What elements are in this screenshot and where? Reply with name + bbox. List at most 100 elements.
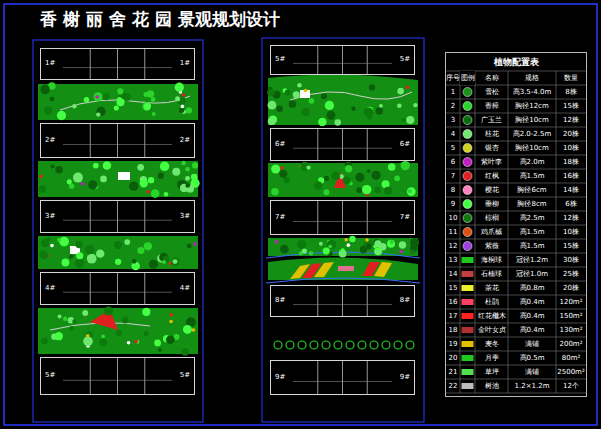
building-footprint: 7#7# [270,200,415,235]
tree-symbol [103,93,110,100]
table-cell: 广玉兰 [475,113,508,127]
tree-symbol [323,189,329,195]
tree-symbol [134,340,138,344]
tree-symbol [59,237,69,247]
tree-symbol [293,91,300,98]
legend-symbol [463,200,472,209]
tree-symbol [175,96,180,101]
legend-symbol [463,172,472,181]
table-cell: 麦冬 [475,337,508,351]
table-cell: 杜鹃 [475,295,508,309]
table-cell: 12个 [556,379,586,393]
tree-symbol [193,242,197,246]
unit-wall [317,286,318,316]
tree-symbol [277,106,283,112]
table-cell: 15株 [556,239,586,253]
tree-symbol [72,104,77,109]
tree-symbol [57,238,61,242]
tree-symbol [181,348,189,356]
tree-symbol [351,107,355,111]
legend-symbol [463,102,472,111]
tree-symbol [76,252,83,259]
table-cell: 6株 [556,197,586,211]
tree-symbol [181,105,185,109]
legend-symbol [462,271,474,277]
table-cell: 胸径10cm [508,141,556,155]
table-cell: 桂花 [475,127,508,141]
table-cell: 16 [446,295,460,309]
tree-symbol [172,168,180,176]
table-header: 数量 [556,71,586,85]
unit-wall [317,46,318,74]
table-cell: 22 [446,379,460,393]
row-rule [446,169,586,170]
unit-wall [367,129,368,160]
tree-symbol [394,175,400,181]
unit-wall [367,201,368,234]
table-cell: 胸径12cm [508,99,556,113]
tree-symbol [179,108,184,113]
building-number: 6# [400,140,410,148]
table-cell: 6 [446,155,460,169]
table-cell: 高0.5m [508,351,556,365]
legend-symbol [463,242,472,251]
table-cell: 高1.5m [508,169,556,183]
tree-symbol [271,188,279,196]
tree-symbol [173,259,178,264]
tree-symbol [388,163,396,171]
table-cell: 高3.5-4.0m [508,85,556,99]
tree-symbol [149,260,158,269]
tree-symbol [154,340,161,347]
table-cell: 10 [446,211,460,225]
tree-symbol [117,88,123,94]
table-cell: 15 [446,281,460,295]
tree-symbol [372,171,381,180]
table-cell: 海桐球 [475,253,508,267]
tree-symbol [81,182,85,186]
tree-symbol [397,103,402,108]
corridor-wall [63,144,172,145]
table-cell: 红枫 [475,169,508,183]
tree-symbol [148,177,154,183]
unit-wall [144,49,145,79]
tree-symbol [267,101,276,110]
table-cell: 20 [446,351,460,365]
tree-symbol [390,240,394,244]
table-cell: 1 [446,85,460,99]
table-cell: 胸径10cm [508,113,556,127]
table-cell: 30株 [556,253,586,267]
row-rule [446,141,586,142]
building-footprint: 3#3# [40,200,195,233]
unit-plan [41,124,194,157]
table-cell: 20株 [556,281,586,295]
corridor-wall [293,63,392,64]
tree-symbol [95,95,99,99]
plant-table: 植物配置表序号图例名称规格数量1雪松高3.5-4.0m8株2香樟胸径12cm15… [445,52,587,397]
tree-symbol [103,161,112,170]
tree-symbol [407,187,416,196]
tree-symbol [283,177,289,183]
table-cell: 2500m² [556,365,586,379]
tree-symbol [323,247,330,254]
tree-symbol [268,117,276,125]
tree-symbol [356,187,362,193]
table-cell: 8 [446,183,460,197]
tree-symbol [114,105,119,110]
unit-wall [342,46,343,74]
legend-symbol [462,369,474,375]
tree-symbol [185,183,190,188]
tree-symbol [124,239,130,245]
row-rule [446,197,586,198]
unit-wall [90,124,91,157]
tree-symbol [318,118,326,126]
table-cell: 银杏 [475,141,508,155]
table-header: 序号 [446,71,460,85]
unit-wall [144,358,145,394]
tree-symbol [101,334,105,338]
unit-wall [117,124,118,157]
row-rule [446,309,586,310]
row-rule [446,281,586,282]
tree-symbol [169,320,173,324]
tree-symbol [40,85,49,94]
tree-symbol [162,260,166,264]
